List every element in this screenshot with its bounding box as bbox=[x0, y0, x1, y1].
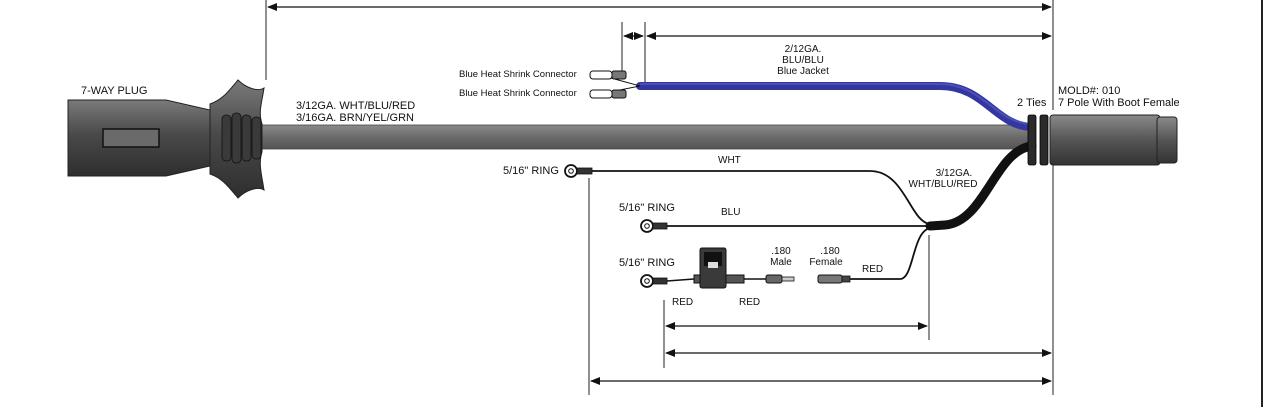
blu-ring-label: 5/16" RING bbox=[619, 202, 675, 214]
bundle-colors-label: WHT/BLU/RED bbox=[908, 179, 978, 190]
blue-heat-shrink-connector-2 bbox=[589, 85, 641, 99]
wht-wire-label: WHT bbox=[718, 155, 741, 166]
main-gray-cable bbox=[261, 124, 1033, 150]
red-ring-label: 5/16" RING bbox=[619, 257, 675, 269]
red-main-label: RED bbox=[862, 264, 884, 275]
blue-jacket-label: Blue Jacket bbox=[777, 66, 829, 77]
socket-mold-number: MOLD#: 010 bbox=[1058, 85, 1121, 97]
seven-pole-socket bbox=[1027, 114, 1178, 166]
plug-cable-line1: 3/12GA. WHT/BLU/RED bbox=[296, 100, 416, 112]
red-wire bbox=[850, 227, 931, 280]
seven-way-plug bbox=[67, 79, 265, 199]
bundle-gauge-label: 3/12GA. bbox=[935, 168, 973, 179]
female-spade-terminal bbox=[817, 274, 851, 284]
wht-ring-label: 5/16" RING bbox=[503, 165, 559, 177]
plug-cable-line2: 3/16GA. BRN/YEL/GRN bbox=[296, 112, 414, 124]
female-terminal-size: .180 bbox=[820, 246, 840, 257]
plug-title: 7-WAY PLUG bbox=[81, 85, 148, 97]
female-terminal-type: Female bbox=[809, 257, 843, 268]
dimension-arrows bbox=[267, 3, 1052, 385]
ties-label: 2 Ties bbox=[1017, 97, 1047, 109]
blue-jacket-gauge: 2/12GA. bbox=[784, 44, 822, 55]
wht-wire bbox=[592, 170, 931, 225]
shrink-connector-label-1: Blue Heat Shrink Connector bbox=[459, 69, 577, 80]
male-terminal-type: Male bbox=[770, 257, 792, 268]
black-wire-bundle bbox=[925, 141, 1037, 231]
extension-lines bbox=[265, 0, 1054, 395]
cable-tie-2 bbox=[1039, 114, 1049, 166]
red-after-fuse-label: RED bbox=[739, 297, 761, 308]
blue-jacket-colors: BLU/BLU bbox=[782, 55, 824, 66]
fuse-holder bbox=[693, 247, 766, 289]
blu-ring-terminal bbox=[640, 219, 668, 233]
male-spade-terminal bbox=[765, 274, 795, 284]
cable-tie-1 bbox=[1027, 114, 1037, 166]
blu-wire-label: BLU bbox=[721, 207, 741, 218]
wht-ring-terminal bbox=[564, 164, 593, 178]
socket-description: 7 Pole With Boot Female bbox=[1058, 97, 1180, 109]
red-after-ring-label: RED bbox=[672, 297, 694, 308]
shrink-connector-label-2: Blue Heat Shrink Connector bbox=[459, 88, 577, 99]
red-ring-terminal bbox=[640, 274, 695, 288]
male-terminal-size: .180 bbox=[771, 246, 791, 257]
blue-jacket-cable bbox=[636, 82, 1036, 131]
blue-heat-shrink-connector-1 bbox=[589, 70, 641, 87]
